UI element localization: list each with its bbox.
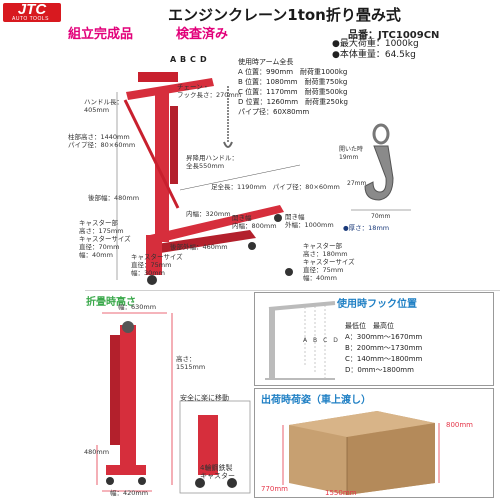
crane-rear-base	[146, 235, 162, 275]
shipping-panel: 出荷時荷姿（車上渡し） 800mm 1550mm 770mm	[254, 388, 494, 498]
spec-weight: ●本体重量：64.5kg	[332, 50, 416, 60]
folded-boom	[110, 335, 120, 445]
crane-leg-back	[150, 230, 256, 254]
hook-positions-panel: A B C D 使用時フック位置 最低位 最高位 A：300mm～1670mm …	[254, 292, 494, 386]
folded-base	[106, 465, 146, 475]
arm-spec-line: A 位置：990mm 耐荷重1000kg	[238, 68, 348, 76]
hook-label-70: 70mm	[371, 213, 391, 220]
arm-letter-b: B	[180, 55, 186, 64]
hook-position-row: C：140mm～1800mm	[345, 355, 423, 363]
spec-max-load: ●最大荷重：1000kg	[332, 39, 419, 49]
folded-label-side: 480mm	[84, 448, 110, 456]
hp-letters: A B C D	[303, 337, 340, 344]
arm-letter-a: A	[170, 55, 177, 64]
hook-position-row: A：300mm～1670mm	[345, 333, 423, 341]
hook-label-thickness: ●厚さ：18mm	[343, 224, 390, 232]
folded-label-width: 幅：630mm	[118, 303, 157, 311]
shipping-box-illustration	[282, 411, 440, 495]
hook-eye-icon	[372, 123, 390, 145]
arm-spec-line: D 位置：1260mm 耐荷重250kg	[238, 98, 348, 106]
hp-pillar	[269, 309, 275, 379]
part-number: 品番：JTC1009CN	[348, 30, 440, 41]
hook-label-27: 27mm	[347, 180, 367, 187]
label-caster-front: キャスター部 高さ：180mm キャスターサイズ 直径：75mm 幅：40mm	[303, 242, 355, 282]
page-title: エンジンクレーン1ton折り畳み式	[168, 6, 401, 24]
subtitle-assembled: 組立完成品	[68, 27, 134, 42]
folded-crane-illustration	[96, 312, 251, 494]
label-pillar: 柱部高さ：1440mm パイプ径：80×60mm	[68, 133, 136, 149]
label-open-inner: 開き幅 内幅：800mm	[232, 214, 277, 230]
folded-inset-crane	[198, 415, 218, 475]
arm-spec-line: B 位置：1080mm 耐荷重750kg	[238, 78, 348, 86]
caster-front-left	[248, 242, 256, 250]
hook-positions-illustration	[265, 301, 336, 380]
arm-spec-line: C 位置：1170mm 耐荷重500kg	[238, 88, 348, 96]
folded-caster-left	[106, 477, 114, 485]
folded-inset-frame	[179, 400, 251, 494]
folded-label-safety: 安全に楽に移動	[180, 394, 229, 402]
hp-boom	[268, 301, 336, 311]
arm-letter-d: D	[200, 55, 207, 64]
brand-logo-subtitle: AUTO TOOLS	[12, 16, 49, 22]
section-divider	[85, 290, 500, 291]
shipping-title: 出荷時荷姿（車上渡し）	[261, 395, 371, 406]
crane-ram	[170, 106, 178, 184]
spec-list: ●最大荷重：1000kg ●本体重量：64.5kg	[332, 39, 419, 61]
brand-logo: JTC	[3, 2, 61, 22]
label-handle-length: ハンドル長： 405mm	[84, 98, 123, 114]
crane-illustration: A B C D	[116, 55, 301, 285]
folded-inset-caster	[227, 478, 237, 488]
folded-inset-caster	[195, 478, 205, 488]
folded-label-height: 高さ： 1515mm	[176, 355, 206, 371]
box-top	[289, 411, 435, 437]
crane-pillar	[155, 92, 169, 242]
arm-spec-line: 使用時アーム全長	[238, 58, 294, 66]
label-rear-outer: 後部外幅：460mm	[170, 243, 228, 251]
hook-positions-header: 最低位 最高位	[345, 322, 394, 330]
hook-positions-list: 最低位 最高位 A：300mm～1670mm B：200mm～1730mm C：…	[345, 321, 422, 376]
arm-spec-list: 使用時アーム全長 A 位置：990mm 耐荷重1000kg B 位置：1080m…	[238, 57, 348, 117]
box-side	[347, 423, 435, 495]
caster-rear	[147, 275, 157, 285]
hook-body-icon	[364, 145, 394, 201]
dim-line-foot	[179, 164, 301, 191]
folded-caster-right	[138, 477, 146, 485]
crane-leg-front	[150, 205, 284, 244]
label-caster-mid: キャスターサイズ 直径：75mm 幅：30mm	[131, 253, 183, 277]
crane-boom-label-plate	[138, 72, 178, 82]
arm-spec-line: パイプ径：60X80mm	[238, 108, 310, 116]
subtitle-inspected: 検査済み	[176, 27, 229, 42]
shipping-height: 800mm	[446, 421, 473, 429]
folded-label-bottom: 幅：420mm	[110, 489, 149, 497]
folded-title: 折畳時高さ	[86, 297, 136, 308]
label-inner-width: 内幅：320mm	[186, 210, 231, 218]
label-rear-width: 後部幅：480mm	[88, 194, 140, 202]
shipping-depth: 770mm	[261, 485, 288, 493]
label-chain-hook: チェーン・ フック長さ：270mm	[177, 83, 242, 99]
crane-handle	[123, 99, 180, 209]
folded-pulley-icon	[122, 321, 134, 333]
caster-front-right	[274, 214, 282, 222]
folded-label-casters: 4輪鋼鉄製 キャスター	[200, 464, 235, 480]
label-caster-rear: キャスター部 高さ：175mm キャスターサイズ 直径：70mm 幅：40mm	[79, 219, 131, 259]
shipping-width: 1550mm	[325, 489, 357, 497]
label-lift-handle: 昇降用ハンドル： 全長550mm	[186, 154, 238, 170]
hook-position-row: D：0mm～1800mm	[345, 366, 414, 374]
crane-hook-icon	[223, 141, 233, 148]
hook-illustration	[351, 123, 411, 211]
hook-label-open: 開いた時 19mm	[339, 146, 364, 161]
crane-boom	[126, 78, 214, 100]
hook-diagram: 開いた時 19mm 27mm 70mm ●厚さ：18mm	[339, 118, 417, 233]
hook-position-row: B：200mm～1730mm	[345, 344, 423, 352]
folded-pillar	[120, 325, 136, 475]
hook-positions-title: 使用時フック位置	[337, 299, 417, 310]
label-foot: 足全長：1190mm パイプ径：80×60mm	[211, 183, 340, 191]
label-open-outer: 開き幅 外幅：1000mm	[285, 213, 334, 229]
arm-letter-c: C	[190, 55, 196, 64]
caster-front	[285, 268, 293, 276]
